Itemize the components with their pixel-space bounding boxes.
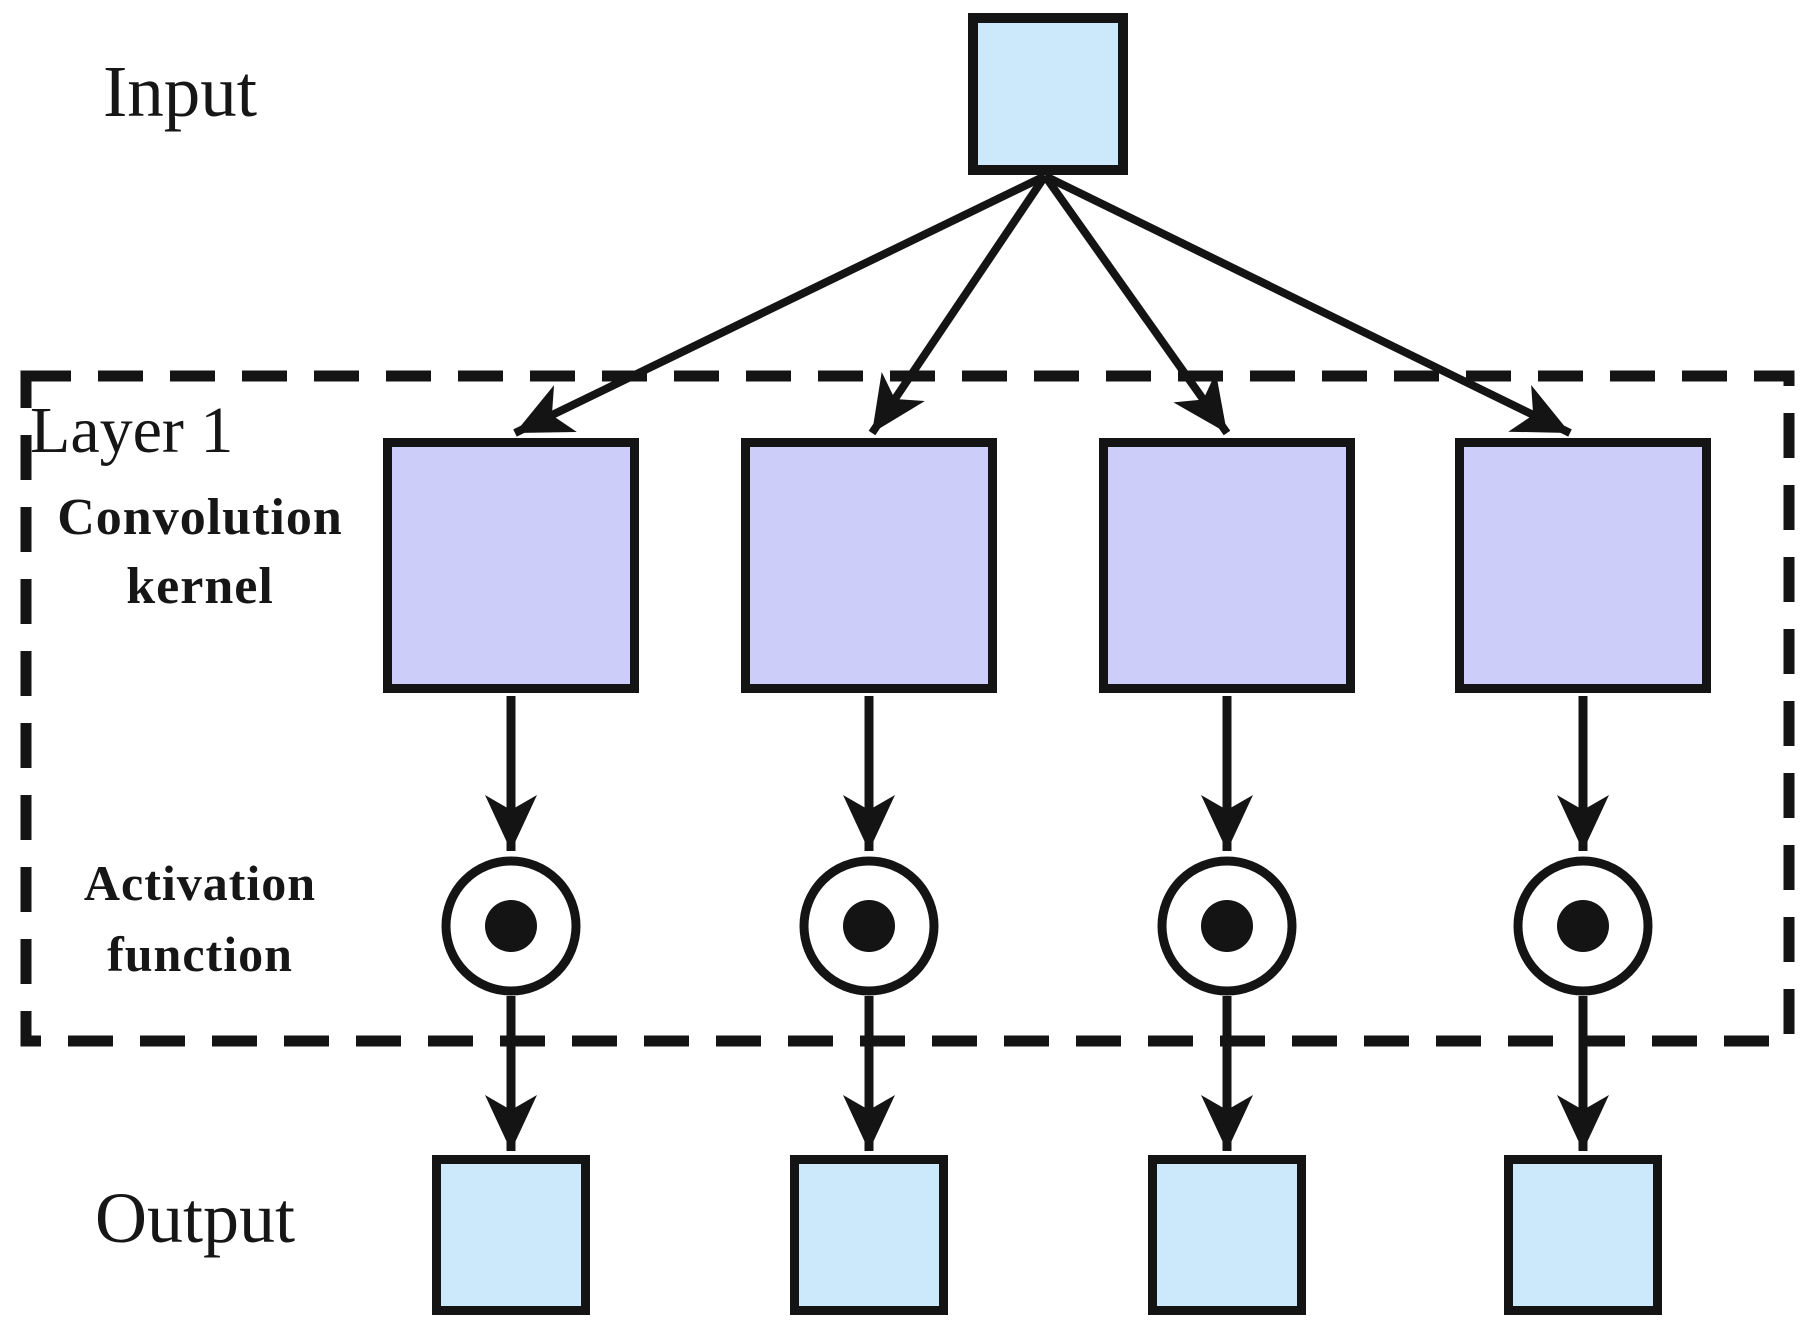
output-node-3 bbox=[1148, 1155, 1306, 1315]
kernel-node-4 bbox=[1455, 438, 1711, 693]
activation-dot-icon bbox=[1201, 900, 1253, 952]
activation-dot-icon bbox=[1557, 900, 1609, 952]
arrow-input-to-kernel-4 bbox=[1043, 172, 1572, 437]
convolution-kernel-label: Convolution kernel bbox=[57, 489, 343, 615]
activation-to-output-arrows bbox=[485, 996, 1609, 1151]
activation-node-3 bbox=[1157, 856, 1297, 996]
kernel-node-3 bbox=[1099, 438, 1355, 693]
activation-node-1 bbox=[441, 856, 581, 996]
input-label: Input bbox=[103, 51, 258, 132]
activation-node-4 bbox=[1513, 856, 1653, 996]
activation-node-2 bbox=[799, 856, 939, 996]
output-label: Output bbox=[95, 1178, 296, 1258]
input-fanout-arrows bbox=[513, 172, 1572, 437]
activation-nodes bbox=[441, 856, 1653, 996]
arrow-input-to-kernel-2 bbox=[868, 173, 1049, 436]
layer1-label: Layer 1 bbox=[30, 394, 234, 467]
kernel-to-activation-arrows bbox=[485, 696, 1609, 851]
activation-function-label: Activation function bbox=[83, 855, 317, 982]
kernel-node-1 bbox=[383, 438, 639, 693]
kernel-node-2 bbox=[741, 438, 997, 693]
arrow-input-to-kernel-3 bbox=[1041, 173, 1231, 436]
input-node bbox=[968, 13, 1128, 175]
arrow-input-to-kernel-1 bbox=[513, 172, 1047, 437]
activation-dot-icon bbox=[485, 900, 537, 952]
output-node-4 bbox=[1504, 1155, 1662, 1315]
activation-dot-icon bbox=[843, 900, 895, 952]
output-node-2 bbox=[790, 1155, 948, 1315]
output-node-1 bbox=[432, 1155, 590, 1315]
